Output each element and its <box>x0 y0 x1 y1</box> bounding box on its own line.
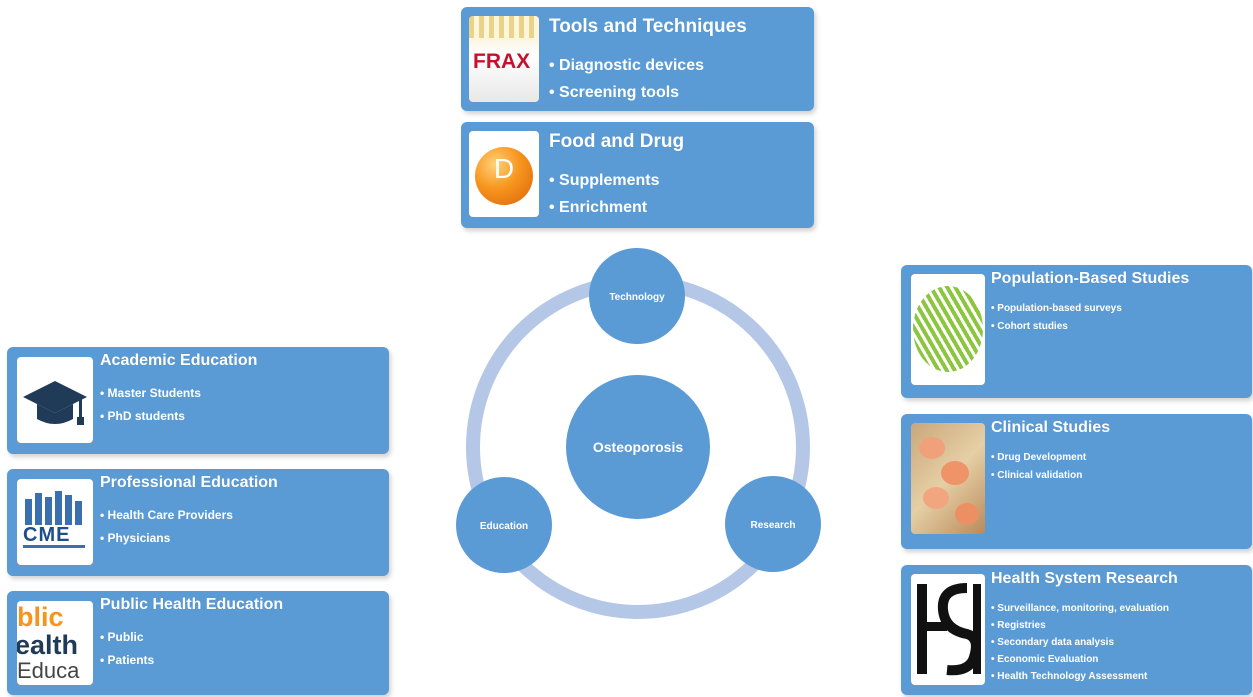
list-item: Supplements <box>549 167 659 194</box>
node-research <box>725 476 821 572</box>
card-title: Tools and Techniques <box>549 16 747 37</box>
card-list: Surveillance, monitoring, evaluation Reg… <box>991 600 1169 685</box>
list-item: Diagnostic devices <box>549 52 704 79</box>
card-title: Clinical Studies <box>991 419 1111 436</box>
card-list: Public Patients <box>100 626 155 672</box>
list-item: Physicians <box>100 527 233 550</box>
list-item: Economic Evaluation <box>991 651 1169 668</box>
list-item: Screening tools <box>549 79 704 106</box>
cme-text: CME <box>23 524 71 546</box>
card-list: Master Students PhD students <box>100 382 201 428</box>
card-clinical-studies: Clinical Studies Drug Development Clinic… <box>901 414 1252 549</box>
list-item: Secondary data analysis <box>991 634 1169 651</box>
list-item: Public <box>100 626 154 649</box>
population-pattern-icon <box>911 274 985 385</box>
node-technology-label: Technology <box>609 292 665 303</box>
card-academic-education: Academic Education Master Students PhD s… <box>7 347 389 454</box>
pills-photo-icon <box>911 423 985 534</box>
public-health-logo-line: blic <box>17 602 64 632</box>
card-list: Supplements Enrichment <box>549 167 660 221</box>
list-item: Registries <box>991 617 1169 634</box>
list-item: Surveillance, monitoring, evaluation <box>991 600 1169 617</box>
card-tools-and-techniques: FRAX Tools and Techniques Diagnostic dev… <box>461 7 814 111</box>
list-item: Health Technology Assessment <box>991 668 1169 685</box>
list-item: Clinical validation <box>991 467 1086 485</box>
card-list: Population-based surveys Cohort studies <box>991 300 1122 336</box>
card-health-system-research: Health System Research Surveillance, mon… <box>901 565 1252 695</box>
list-item: Cohort studies <box>991 318 1122 336</box>
list-item: Enrichment <box>549 194 660 221</box>
node-research-label: Research <box>750 520 795 531</box>
core-label: Osteoporosis <box>593 439 683 455</box>
card-title: Population-Based Studies <box>991 270 1190 287</box>
frax-logo-text: FRAX <box>473 50 531 73</box>
vitamin-d-pill-icon: D <box>469 131 539 217</box>
core-circle <box>566 375 710 519</box>
card-title: Professional Education <box>100 474 278 491</box>
frax-logo-icon: FRAX <box>469 16 539 102</box>
list-item: Health Care Providers <box>100 504 233 527</box>
graduation-cap-icon <box>17 357 93 443</box>
list-item: Drug Development <box>991 449 1086 467</box>
card-public-health-education: blic ealth Educa Public Health Education… <box>7 591 389 695</box>
public-health-logo-line: Educa <box>17 658 80 683</box>
public-health-logo-line: ealth <box>17 630 79 660</box>
card-title: Academic Education <box>100 352 258 369</box>
card-title: Food and Drug <box>549 131 685 152</box>
list-item: PhD students <box>100 405 201 428</box>
list-item: Population-based surveys <box>991 300 1121 318</box>
cme-logo-icon: CME <box>17 479 93 565</box>
osteoporosis-cycle-diagram: Osteoporosis Technology Research Educati… <box>456 248 821 619</box>
card-population-based-studies: Population-Based Studies Population-base… <box>901 265 1252 398</box>
list-item: Master Students <box>100 382 201 405</box>
card-list: Diagnostic devices Screening tools <box>549 52 704 106</box>
card-title: Health System Research <box>991 570 1178 587</box>
card-list: Drug Development Clinical validation <box>991 449 1086 485</box>
card-title: Public Health Education <box>100 596 284 613</box>
card-food-and-drug: D Food and Drug Supplements Enrichment <box>461 122 814 228</box>
vitamin-d-text: D <box>493 153 515 184</box>
node-technology <box>589 248 685 344</box>
list-item: Patients <box>100 649 155 672</box>
hsr-logo-icon <box>911 574 985 685</box>
card-list: Health Care Providers Physicians <box>100 504 233 550</box>
card-professional-education: CME Professional Education Health Care P… <box>7 469 389 576</box>
node-education <box>456 477 552 573</box>
node-education-label: Education <box>480 521 528 532</box>
public-health-logo-icon: blic ealth Educa <box>17 601 93 685</box>
